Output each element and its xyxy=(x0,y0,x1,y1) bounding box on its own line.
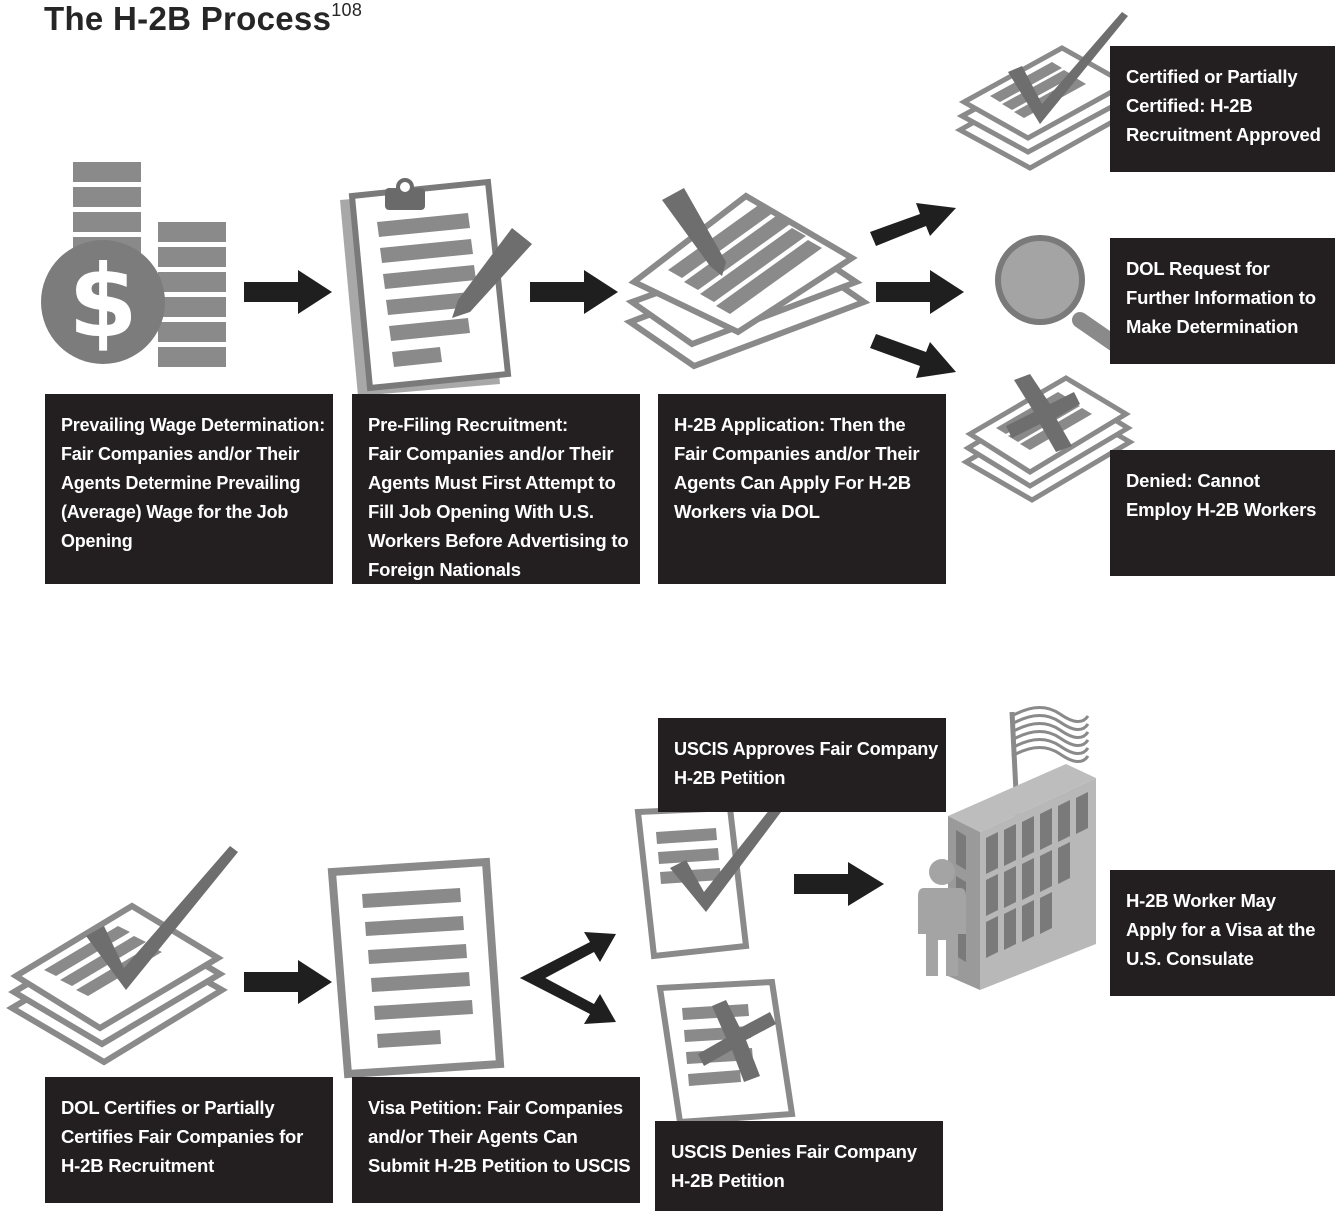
step-line: Fair Companies and/or Their xyxy=(368,443,614,464)
step-line: (Average) Wage for the Job xyxy=(61,501,289,522)
step-line: DOL Certifies or Partially xyxy=(61,1097,275,1118)
step-line: Visa Petition: Fair Companies xyxy=(368,1097,623,1118)
fork-arrow xyxy=(520,932,616,1024)
step-line: Agents Must First Attempt to xyxy=(368,472,616,493)
step-line: Fair Companies and/or Their xyxy=(61,443,300,464)
step-line: Agents Can Apply For H-2B xyxy=(674,472,911,493)
step-line: H-2B Application: Then the xyxy=(674,414,906,435)
step-line: Employ H-2B Workers xyxy=(1126,499,1317,520)
step-box-visa-petition: Visa Petition: Fair Companies and/or The… xyxy=(352,1077,640,1203)
step-box-uscis-denies: USCIS Denies Fair Company H-2B Petition xyxy=(655,1121,943,1211)
step-line: Pre-Filing Recruitment: xyxy=(368,414,568,435)
arrow-to-building xyxy=(794,862,884,906)
title-footnote: 108 xyxy=(331,0,363,20)
step-line: Submit H-2B Petition to USCIS xyxy=(368,1155,631,1176)
clipboard-pencil-icon xyxy=(340,178,532,396)
step-box-h2b-application: H-2B Application: Then the Fair Companie… xyxy=(658,394,946,584)
title-text: The H-2B Process xyxy=(44,0,332,37)
arrow-to-certified xyxy=(870,203,956,246)
svg-text:$: $ xyxy=(68,243,138,360)
step-line: Foreign Nationals xyxy=(368,559,521,580)
document-icon xyxy=(327,857,505,1079)
arrow-to-denied xyxy=(870,334,956,378)
arrow-to-request xyxy=(876,270,964,314)
step-line: and/or Their Agents Can xyxy=(368,1126,578,1147)
step-line: USCIS Approves Fair Company xyxy=(674,738,938,759)
step-box-dol-certifies: DOL Certifies or Partially Certifies Fai… xyxy=(45,1077,333,1203)
step-box-denied: Denied: Cannot Employ H-2B Workers xyxy=(1110,450,1335,576)
step-line: H-2B Recruitment xyxy=(61,1155,215,1176)
step-box-dol-request: DOL Request for Further Information to M… xyxy=(1110,238,1335,364)
step-box-worker-visa: H-2B Worker May Apply for a Visa at the … xyxy=(1110,870,1335,996)
step-line: H-2B Petition xyxy=(674,767,786,788)
step-line: Further Information to xyxy=(1126,287,1316,308)
step-line: Workers via DOL xyxy=(674,501,820,522)
person-icon xyxy=(918,859,966,976)
step-line: Workers Before Advertising to xyxy=(368,530,629,551)
step-line: USCIS Denies Fair Company xyxy=(671,1141,917,1162)
document-x-icon xyxy=(656,978,796,1126)
building-flag-icon xyxy=(948,706,1096,990)
step-line: DOL Request for xyxy=(1126,258,1270,279)
step-box-uscis-approves: USCIS Approves Fair Company H-2B Petitio… xyxy=(658,718,946,812)
step-line: H-2B Worker May xyxy=(1126,890,1276,911)
step-line: Opening xyxy=(61,530,133,551)
step-line: H-2B Petition xyxy=(671,1170,785,1191)
step-box-prevailing-wage: Prevailing Wage Determination: Fair Comp… xyxy=(45,394,333,584)
papers-x-icon xyxy=(961,374,1135,503)
step-line: Recruitment Approved xyxy=(1126,124,1321,145)
arrow-to-prefiling xyxy=(244,270,332,314)
document-checkmark-icon xyxy=(634,794,790,960)
arrow-to-application xyxy=(530,270,618,314)
step-line: Agents Determine Prevailing xyxy=(61,472,301,493)
step-line: U.S. Consulate xyxy=(1126,948,1254,969)
page-title: The H-2B Process108 xyxy=(44,0,362,38)
step-line: Prevailing Wage Determination: xyxy=(61,414,325,435)
papers-checkmark-icon xyxy=(954,10,1136,171)
step-line: Apply for a Visa at the xyxy=(1126,919,1316,940)
step-line: Fair Companies and/or Their xyxy=(674,443,920,464)
step-line: Certified: H-2B xyxy=(1126,95,1253,116)
papers-checkmark-icon xyxy=(6,846,238,1066)
step-line: Denied: Cannot xyxy=(1126,470,1260,491)
step-line: Fill Job Opening With U.S. xyxy=(368,501,594,522)
step-line: Certifies Fair Companies for xyxy=(61,1126,304,1147)
step-box-certified: Certified or Partially Certified: H-2B R… xyxy=(1110,46,1335,172)
step-box-pre-filing: Pre-Filing Recruitment: Fair Companies a… xyxy=(352,394,640,584)
arrow-to-visa-petition xyxy=(244,960,332,1004)
step-line: Make Determination xyxy=(1126,316,1299,337)
dollar-coins-icon: $ xyxy=(41,162,226,367)
papers-pencil-icon xyxy=(623,188,871,370)
step-line: Certified or Partially xyxy=(1126,66,1298,87)
